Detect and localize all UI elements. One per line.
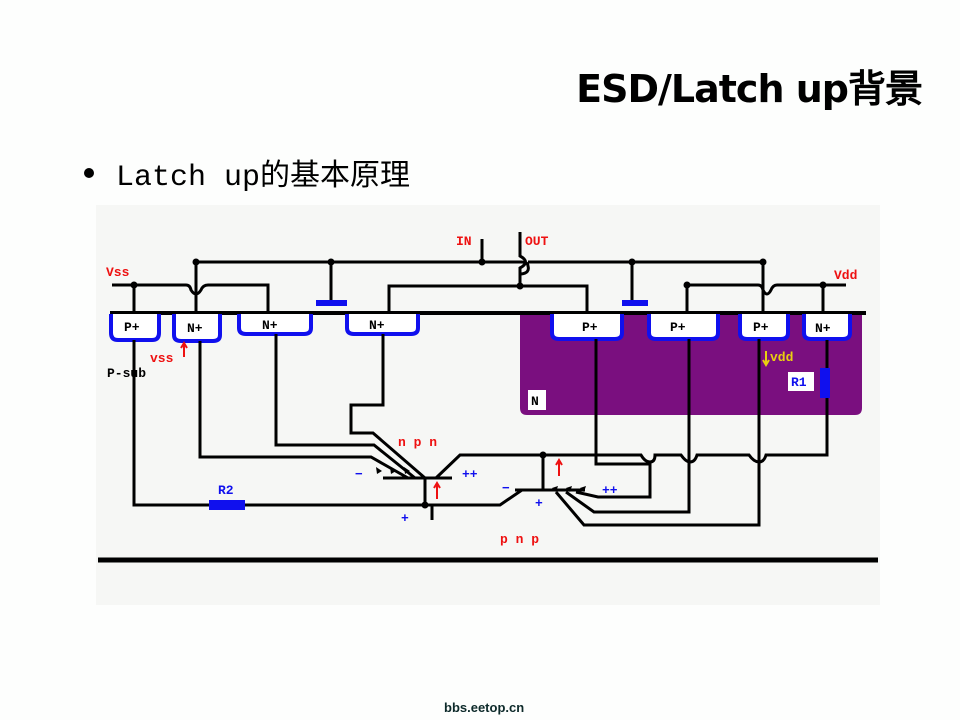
diffusion-n-plus-1 [172,314,222,343]
resistor-r2-label: R2 [218,483,234,498]
pnp-plusplus: ++ [602,483,618,498]
pmos-gate [622,300,648,306]
diffusion-label: N+ [262,318,278,333]
diffusion-label: N+ [187,321,203,336]
emitter-arrow-icon [404,467,410,474]
resistor-r1-label: R1 [791,375,807,390]
diffusion-n-plus-4 [802,314,852,341]
diffusion-p-plus-4 [738,314,790,341]
bullet-item: Latch up的基本原理 [84,150,410,195]
n-well-label-box [528,390,546,410]
pnp-plus: + [535,496,543,511]
emitter-arrow-icon [376,467,382,474]
resistor-r1-label-box [788,372,814,391]
diffusion-label: P+ [753,320,769,335]
vss-label: Vss [106,265,130,280]
latchup-circuit-svg: N P+ N+ N+ N+ P+ P+ P+ N+ [98,232,878,563]
lower-wiring [132,334,829,527]
pnp-minus: − [502,481,510,496]
diffusion-label: P+ [582,320,598,335]
diffusion-p-plus-2 [550,314,624,341]
diffusion-label: N+ [815,321,831,336]
vdd-current-arrow-icon [762,351,770,367]
vdd-current-label: vdd [770,350,793,365]
npn-label: n p n [398,435,437,450]
emitter-arrow-icon [390,467,396,474]
slide-title: ESD/Latch up背景 [576,67,923,111]
vss-current-arrow-icon [180,341,188,357]
psub-label: P-sub [107,366,146,381]
npn-current-arrow-icon [433,481,441,499]
n-well-label: N [531,394,539,409]
emitter-arrow-icon [566,486,572,492]
pnp-label: p n p [500,532,539,547]
nmos-gate [316,300,347,306]
npn-plusplus: ++ [462,467,478,482]
bullet-dot-icon [84,168,94,179]
diffusion-label: N+ [369,318,385,333]
bullet-text: Latch up的基本原理 [116,161,411,195]
out-label: OUT [525,234,549,249]
vss-current-label: vss [150,351,174,366]
npn-plus: + [401,511,409,526]
emitter-arrow-icon [552,486,558,492]
vdd-label: Vdd [834,268,857,283]
npn-minus: − [355,467,363,482]
resistor-r1 [820,368,830,398]
resistor-r2 [209,500,245,510]
emitter-arrow-icon [580,486,586,492]
pnp-current-arrow-icon [555,458,563,476]
diffusion-label: P+ [124,320,140,335]
diffusion-p-plus-3 [647,314,720,341]
in-label: IN [456,234,472,249]
latchup-diagram: N P+ N+ N+ N+ P+ P+ P+ N+ [96,205,880,605]
top-wiring [112,232,846,313]
footer-watermark: bbs.eetop.cn [444,700,525,715]
diffusion-label: P+ [670,320,686,335]
